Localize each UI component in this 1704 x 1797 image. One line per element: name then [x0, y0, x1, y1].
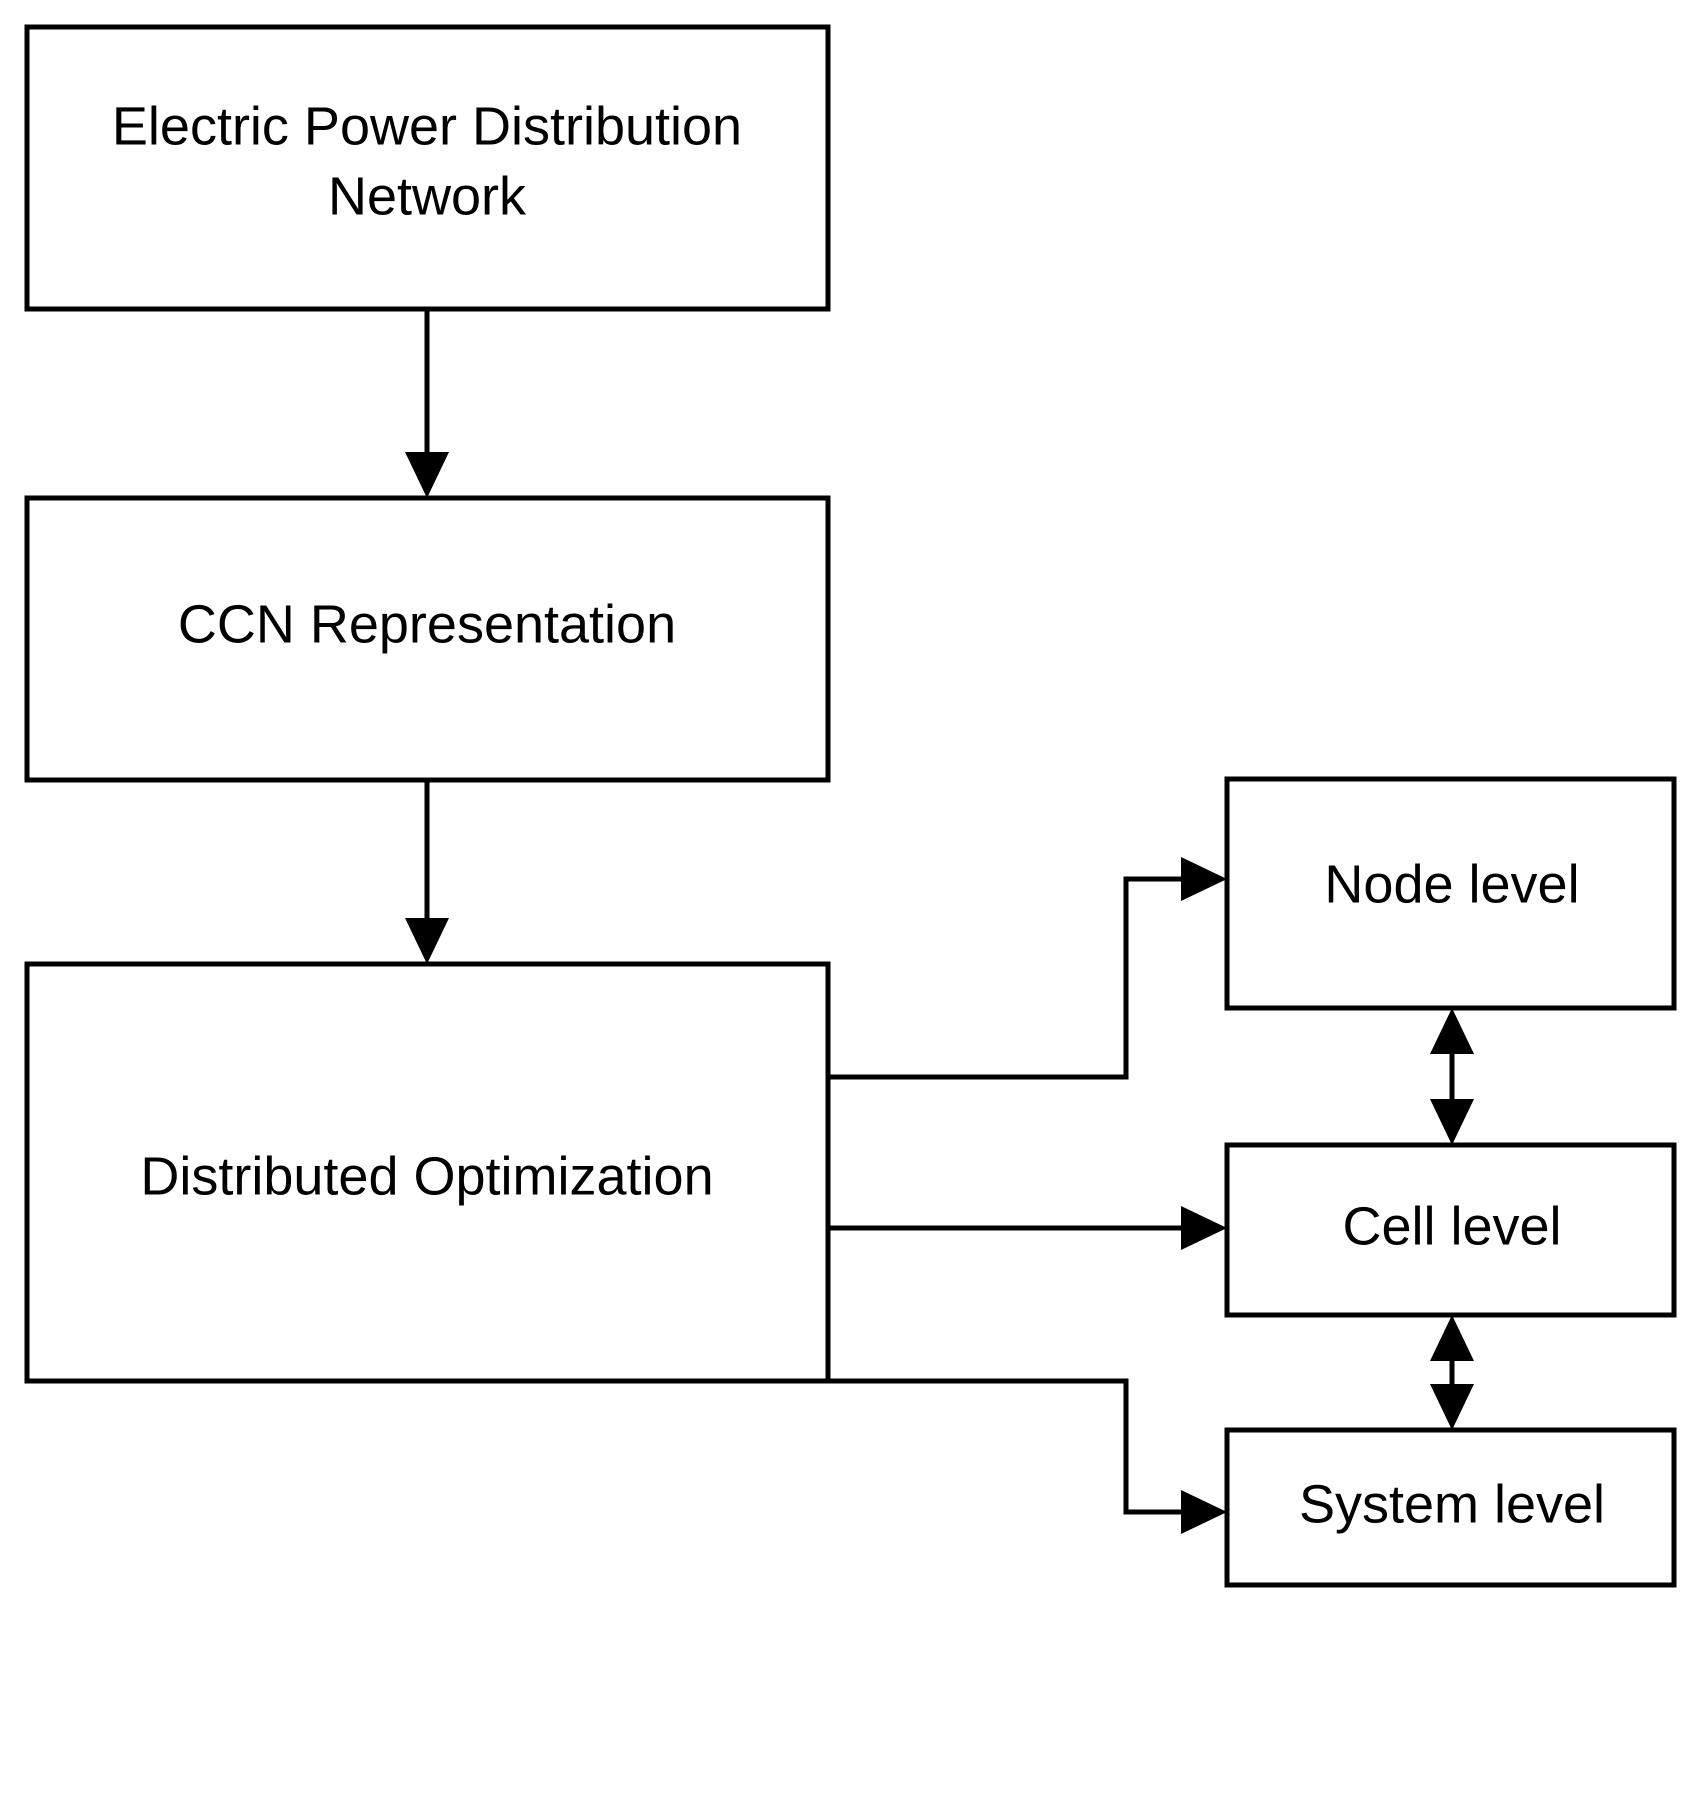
edge-ccn-to-distopt	[405, 780, 449, 964]
node-electric-power-distribution-network-label-line1: Electric Power Distribution	[112, 96, 742, 156]
edge-cell-level-system-level	[1430, 1315, 1474, 1430]
node-system-level-label: System level	[1299, 1474, 1605, 1534]
edge-cell-level-system-level-arrowhead-up	[1430, 1315, 1474, 1361]
node-distributed-optimization[interactable]: Distributed Optimization	[24, 961, 831, 1384]
node-distributed-optimization-label: Distributed Optimization	[140, 1146, 713, 1206]
node-electric-power-distribution-network-label-line2: Network	[328, 166, 527, 226]
edge-distopt-to-cell-level	[828, 1206, 1227, 1250]
edge-cell-level-system-level-arrowhead-down	[1430, 1384, 1474, 1430]
edge-distopt-to-node-level	[828, 857, 1227, 1080]
node-cell-level-box[interactable]	[1224, 1142, 1677, 1318]
node-node-level-box[interactable]	[1224, 776, 1677, 1011]
edge-epdn-to-ccn	[405, 309, 449, 498]
node-system-level[interactable]: System level	[1224, 1427, 1677, 1588]
node-cell-level[interactable]: Cell level	[1224, 1142, 1677, 1318]
node-ccn-representation-box[interactable]	[24, 495, 831, 783]
node-system-level-box[interactable]	[1224, 1427, 1677, 1588]
edge-distopt-to-cell-level-arrowhead	[1181, 1206, 1227, 1250]
edge-distopt-to-node-level-line	[828, 876, 1199, 1080]
edge-node-level-cell-level-arrowhead-up	[1430, 1008, 1474, 1054]
node-distributed-optimization-box[interactable]	[24, 961, 831, 1384]
node-ccn-representation[interactable]: CCN Representation	[24, 495, 831, 783]
node-electric-power-distribution-network-box[interactable]	[24, 24, 831, 312]
node-node-level[interactable]: Node level	[1224, 776, 1677, 1011]
node-node-level-label: Node level	[1324, 854, 1579, 914]
node-cell-level-label: Cell level	[1342, 1196, 1561, 1256]
node-electric-power-distribution-network[interactable]: Electric Power Distribution Network	[24, 24, 831, 312]
edge-node-level-cell-level-arrowhead-down	[1430, 1099, 1474, 1145]
edge-distopt-to-system-level	[828, 1378, 1227, 1534]
edge-node-level-cell-level	[1430, 1008, 1474, 1145]
edge-distopt-to-system-level-arrowhead	[1181, 1490, 1227, 1534]
edge-ccn-to-distopt-arrowhead	[405, 918, 449, 964]
node-ccn-representation-label: CCN Representation	[178, 594, 676, 654]
edge-distopt-to-node-level-arrowhead	[1181, 857, 1227, 901]
edge-distopt-to-system-level-line	[828, 1378, 1199, 1515]
edge-epdn-to-ccn-arrowhead	[405, 452, 449, 498]
